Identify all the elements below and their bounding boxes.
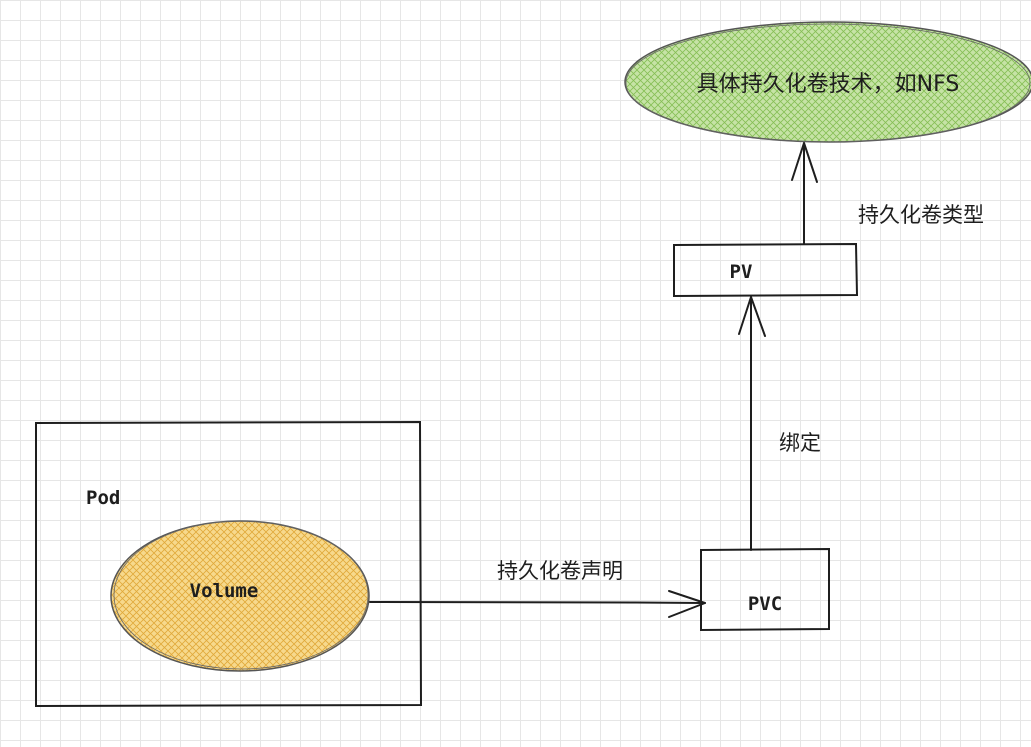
arrow-volume-pvc-head	[668, 590, 706, 618]
pod-node[interactable]: Pod	[35, 420, 423, 708]
edge-pvc-to-pv: 绑定	[738, 296, 821, 551]
pod-box	[35, 420, 423, 708]
storage-node[interactable]: 具体持久化卷技术，如NFS	[624, 21, 1031, 143]
volume-ellipse-sketch	[113, 520, 369, 670]
arrow-volume-pvc-line	[369, 601, 706, 604]
storage-ellipse-sketch	[625, 23, 1031, 143]
edge-pv-to-storage: 持久化卷类型	[791, 142, 984, 245]
arrow-pvc-pv-head	[738, 296, 766, 337]
pv-box	[673, 242, 859, 298]
pv-label: PV	[730, 261, 753, 283]
pv-node[interactable]: PV	[673, 242, 859, 298]
pvc-box	[700, 547, 830, 632]
edge-volume-to-pvc: 持久化卷声明	[369, 559, 706, 618]
pvc-node[interactable]: PVC	[700, 547, 830, 632]
edge-label-pv-storage: 持久化卷类型	[858, 203, 984, 227]
pod-label: Pod	[86, 487, 120, 509]
arrow-pv-storage-head	[791, 142, 818, 183]
storage-label: 具体持久化卷技术，如NFS	[697, 72, 960, 97]
edge-label-pvc-pv: 绑定	[779, 431, 821, 455]
volume-node[interactable]: Volume	[110, 520, 370, 672]
pvc-label: PVC	[748, 593, 782, 615]
edge-label-volume-pvc: 持久化卷声明	[497, 559, 623, 583]
volume-label: Volume	[190, 580, 259, 602]
